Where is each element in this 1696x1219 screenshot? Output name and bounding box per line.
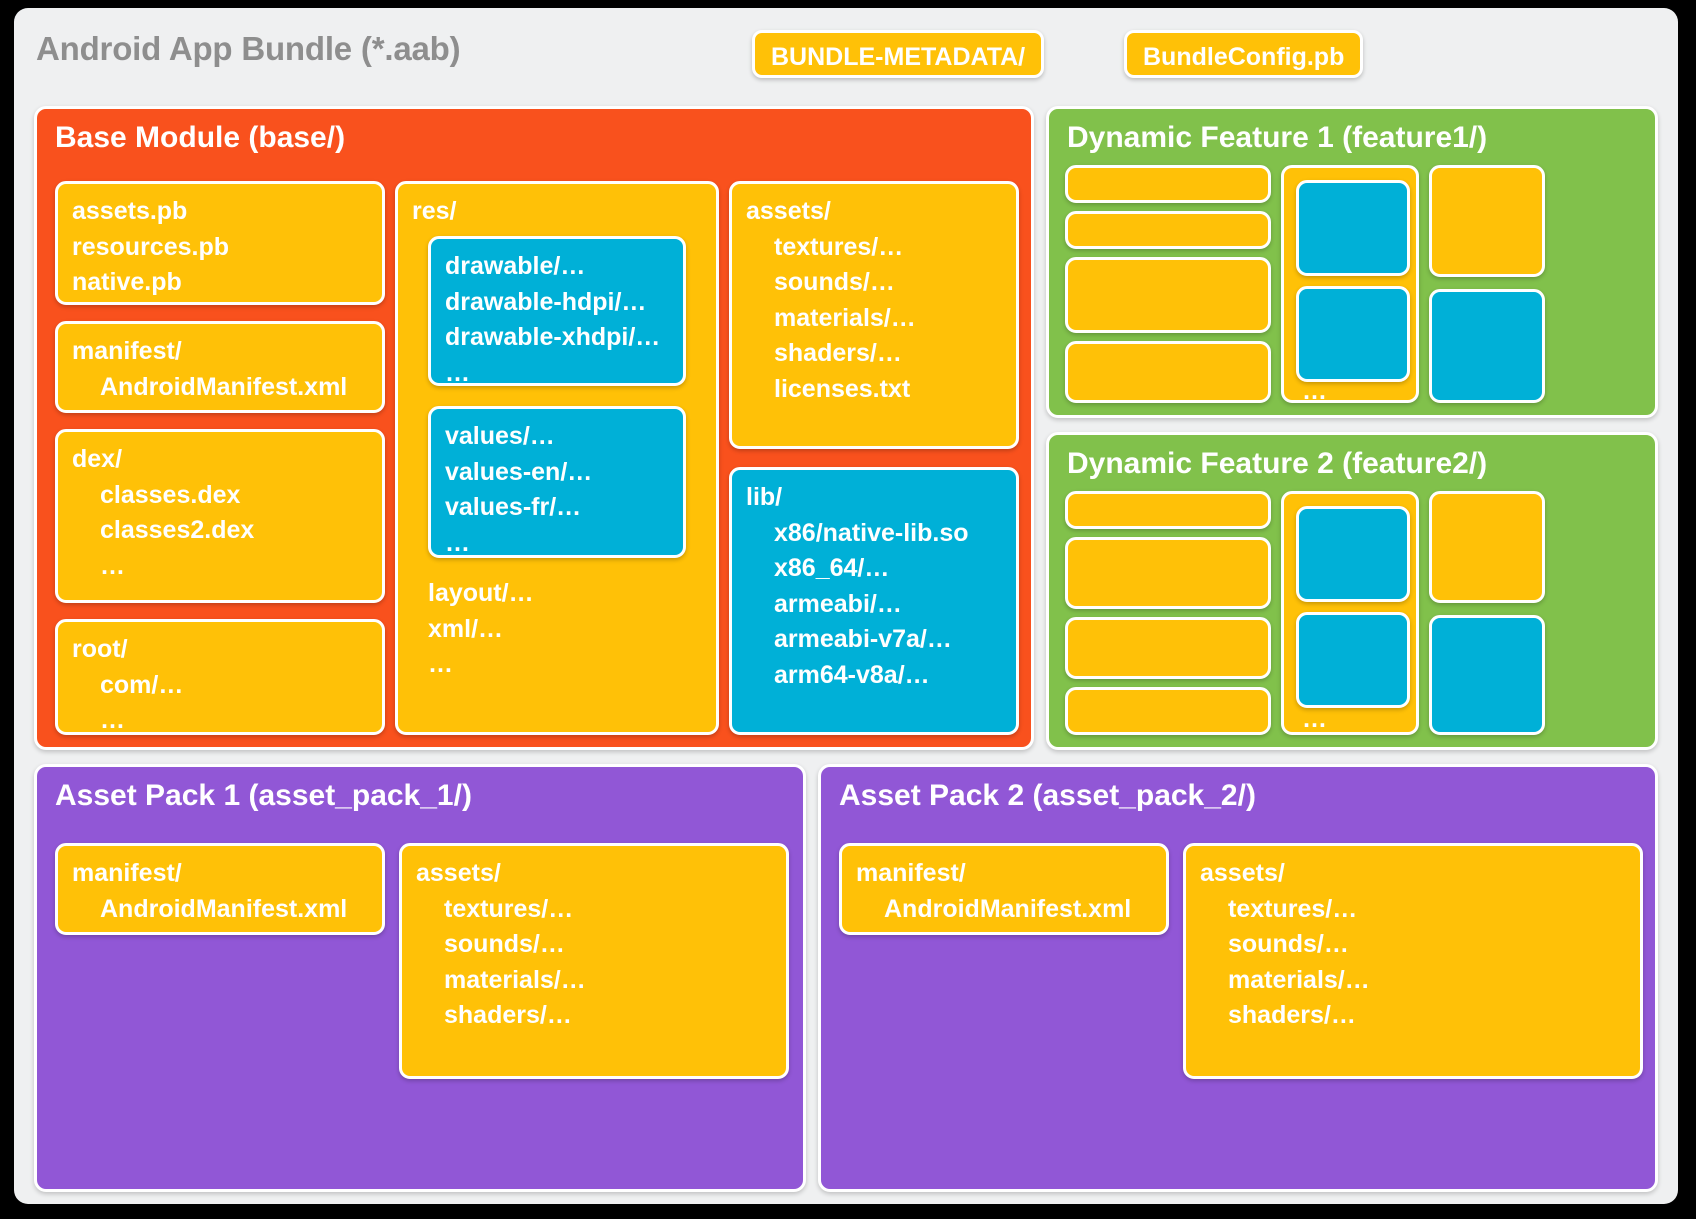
- drawable-line-2: drawable-hdpi/…: [445, 287, 647, 316]
- base-lib-box: lib/ x86/native-lib.so x86_64/… armeabi/…: [729, 467, 1019, 735]
- dex-dir-label: dex/: [72, 445, 123, 473]
- drawable-ellipsis: …: [445, 358, 470, 386]
- protos-line-1: assets.pb: [72, 197, 188, 225]
- res-tail-list: layout/… xml/… …: [428, 576, 534, 683]
- asset-pack-1-manifest-box: manifest/ AndroidManifest.xml: [55, 843, 385, 935]
- res-values-box: values/… values-en/… values-fr/… …: [428, 406, 686, 558]
- manifest-dir-label: manifest/: [72, 337, 182, 365]
- asset-pack-1-panel: Asset Pack 1 (asset_pack_1/) manifest/ A…: [34, 764, 806, 1192]
- base-assets-box: assets/ textures/… sounds/… materials/… …: [729, 181, 1019, 449]
- res-layout-label: layout/…: [428, 579, 534, 607]
- ap1-assets-shaders: shaders/…: [444, 1001, 572, 1029]
- lib-arm64-v8a: arm64-v8a/…: [774, 660, 930, 689]
- ap1-manifest-file: AndroidManifest.xml: [100, 894, 348, 923]
- feature1-box-a3: [1065, 257, 1271, 333]
- ap1-assets-materials: materials/…: [444, 965, 586, 994]
- asset-pack-2-panel: Asset Pack 2 (asset_pack_2/) manifest/ A…: [818, 764, 1658, 1192]
- ap2-assets-dir: assets/: [1200, 859, 1285, 887]
- root-dir-label: root/: [72, 635, 128, 663]
- feature2-box-c1: [1429, 491, 1545, 603]
- feature1-box-b2: [1296, 286, 1410, 382]
- base-dex-box: dex/ classes.dex classes2.dex …: [55, 429, 385, 603]
- feature1-box-c1: [1429, 165, 1545, 277]
- feature2-box-b-container: …: [1281, 491, 1419, 735]
- base-res-box: res/ drawable/… drawable-hdpi/… drawable…: [395, 181, 719, 735]
- ap2-manifest-file: AndroidManifest.xml: [884, 894, 1132, 923]
- app-bundle-diagram: Android App Bundle (*.aab) BUNDLE-METADA…: [14, 8, 1678, 1204]
- asset-pack-2-assets-box: assets/ textures/… sounds/… materials/… …: [1183, 843, 1643, 1079]
- page-title: Android App Bundle (*.aab): [36, 30, 461, 67]
- base-manifest-box: manifest/ AndroidManifest.xml: [55, 321, 385, 413]
- dex-file-1: classes.dex: [100, 480, 241, 509]
- bundle-config-chip[interactable]: BundleConfig.pb: [1124, 30, 1364, 78]
- protos-line-3: native.pb: [72, 268, 182, 296]
- res-ellipsis: …: [428, 650, 453, 678]
- res-drawable-box: drawable/… drawable-hdpi/… drawable-xhdp…: [428, 236, 686, 386]
- dex-file-2: classes2.dex: [100, 516, 255, 544]
- asset-pack-2-manifest-box: manifest/ AndroidManifest.xml: [839, 843, 1169, 935]
- asset-pack-2-title: Asset Pack 2 (asset_pack_2/): [839, 779, 1256, 812]
- ap2-manifest-dir: manifest/: [856, 859, 966, 887]
- res-xml-label: xml/…: [428, 614, 504, 643]
- lib-x86: x86/native-lib.so: [774, 518, 969, 547]
- bundle-metadata-chip[interactable]: BUNDLE-METADATA/: [752, 30, 1045, 78]
- feature2-box-b1: [1296, 506, 1410, 602]
- root-com-label: com/…: [100, 670, 184, 699]
- lib-dir-label: lib/: [746, 483, 783, 511]
- values-line-2: values-en/…: [445, 457, 593, 486]
- drawable-line-3: drawable-xhdpi/…: [445, 323, 661, 351]
- assets-textures: textures/…: [774, 232, 904, 261]
- drawable-line-1: drawable/…: [445, 252, 586, 280]
- lib-armeabi-v7a: armeabi-v7a/…: [774, 625, 952, 653]
- root-ellipsis: …: [100, 706, 125, 734]
- feature1-box-c2: [1429, 289, 1545, 403]
- feature2-box-c2: [1429, 615, 1545, 735]
- assets-shaders: shaders/…: [774, 339, 902, 367]
- assets-materials: materials/…: [774, 303, 916, 332]
- lib-armeabi: armeabi/…: [774, 589, 902, 618]
- feature2-box-a3: [1065, 617, 1271, 679]
- res-dir-label: res/: [412, 197, 457, 225]
- values-ellipsis: …: [445, 528, 470, 557]
- base-protos-box: assets.pb resources.pb native.pb: [55, 181, 385, 305]
- values-line-3: values-fr/…: [445, 493, 582, 521]
- ap1-assets-textures: textures/…: [444, 894, 574, 923]
- base-module-panel: Base Module (base/) assets.pb resources.…: [34, 106, 1034, 750]
- ap2-assets-textures: textures/…: [1228, 894, 1358, 923]
- dynamic-feature-2-panel: Dynamic Feature 2 (feature2/) …: [1046, 432, 1658, 750]
- feature1-box-b1: [1296, 180, 1410, 276]
- ap1-assets-sounds: sounds/…: [444, 930, 565, 958]
- feature1-box-a2: [1065, 211, 1271, 249]
- feature2-box-a1: [1065, 491, 1271, 529]
- asset-pack-1-assets-box: assets/ textures/… sounds/… materials/… …: [399, 843, 789, 1079]
- assets-sounds: sounds/…: [774, 268, 895, 296]
- assets-dir-label: assets/: [746, 197, 831, 225]
- ap1-assets-dir: assets/: [416, 859, 501, 887]
- feature2-box-a4: [1065, 687, 1271, 735]
- ap2-assets-sounds: sounds/…: [1228, 930, 1349, 958]
- dynamic-feature-2-title: Dynamic Feature 2 (feature2/): [1067, 447, 1488, 480]
- feature1-box-a1: [1065, 165, 1271, 203]
- feature1-ellipsis: …: [1302, 377, 1327, 403]
- base-module-title: Base Module (base/): [55, 121, 346, 154]
- ap2-assets-shaders: shaders/…: [1228, 1001, 1356, 1029]
- dynamic-feature-1-title: Dynamic Feature 1 (feature1/): [1067, 121, 1488, 154]
- lib-x86-64: x86_64/…: [774, 554, 890, 582]
- feature2-ellipsis: …: [1302, 705, 1327, 733]
- dex-ellipsis: …: [100, 551, 125, 580]
- feature1-box-b-container: …: [1281, 165, 1419, 403]
- feature1-box-a4: [1065, 341, 1271, 403]
- bundle-header: Android App Bundle (*.aab) BUNDLE-METADA…: [14, 8, 1678, 96]
- ap2-assets-materials: materials/…: [1228, 965, 1370, 994]
- assets-licenses: licenses.txt: [774, 374, 911, 403]
- ap1-manifest-dir: manifest/: [72, 859, 182, 887]
- feature2-box-a2: [1065, 537, 1271, 609]
- protos-line-2: resources.pb: [72, 232, 230, 261]
- asset-pack-1-title: Asset Pack 1 (asset_pack_1/): [55, 779, 472, 812]
- dynamic-feature-1-panel: Dynamic Feature 1 (feature1/) …: [1046, 106, 1658, 418]
- manifest-file-label: AndroidManifest.xml: [100, 372, 348, 401]
- feature2-box-b2: [1296, 612, 1410, 708]
- values-line-1: values/…: [445, 422, 555, 450]
- base-root-box: root/ com/… …: [55, 619, 385, 735]
